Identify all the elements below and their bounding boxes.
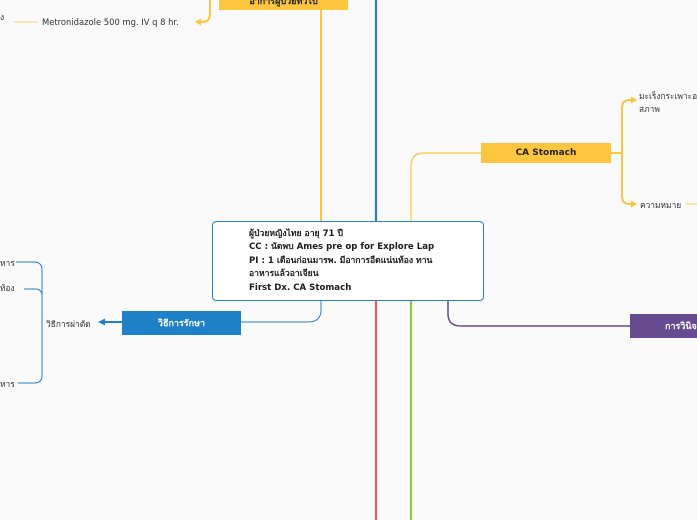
ca-stomach-topic-label: CA Stomach [515,148,577,158]
central-topic-box[interactable]: ผู้ป่วยหญิงไทย อายุ 71 ปี CC : นัดพบ Ame… [212,221,484,301]
ca-child-arrow-2 [631,200,637,208]
drug-note-prefix: ง [0,12,5,22]
treatment-subchild-1[interactable]: หาร [0,258,15,268]
ca-stomach-topic-box[interactable]: CA Stomach [481,143,611,163]
diagnosis-connector [447,301,630,327]
treatment-connector [241,301,322,323]
central-line-1: ผู้ป่วยหญิงไทย อายุ 71 ปี [249,229,343,239]
central-line-4: อาหารแล้วอาเจียน [249,269,319,280]
treatment-subchild-2[interactable]: ท้อง [0,283,15,293]
diagnosis-topic-label: การวินิจฉัย [665,322,697,332]
yellow-drug-connector [196,0,211,23]
treatment-child-arrow [98,318,105,326]
treatment-subchild-3[interactable]: หาร [0,379,15,389]
ca-stomach-children-bracket [611,99,636,205]
ca-stomach-child-2[interactable]: ความหมาย [640,200,682,210]
ca-stomach-child-1b: สภาพ [639,104,660,114]
treatment-child[interactable]: วิธีการผ่าตัด [46,319,91,329]
ca-stomach-connector [410,152,481,221]
yellow-drug-arrow [195,18,201,26]
treatment-topic-box[interactable]: วิธีการรักษา [122,311,241,335]
symptoms-topic-box[interactable]: อาการผู้ป่วยทั่วไป [219,0,348,10]
central-line-5: First Dx. CA Stomach [249,282,352,293]
treatment-sub-bracket [16,261,43,384]
symptoms-topic-label: อาการผู้ป่วยทั่วไป [249,0,318,7]
diagnosis-topic-box[interactable]: การวินิจฉัย [630,314,697,338]
central-line-2: CC : นัดพบ Ames pre op for Explore Lap [249,242,435,253]
ca-stomach-child-1[interactable]: มะเร็งกระเพาะอาหาร [639,91,697,101]
central-line-3: PI : 1 เดือนก่อนมารพ. มีอาการอืดแน่นท้อง… [249,255,433,266]
treatment-topic-label: วิธีการรักษา [157,319,206,329]
ca-child-arrow-1 [631,96,637,104]
drug-note-text[interactable]: Metronidazole 500 mg. IV q 8 hr. [42,17,179,27]
